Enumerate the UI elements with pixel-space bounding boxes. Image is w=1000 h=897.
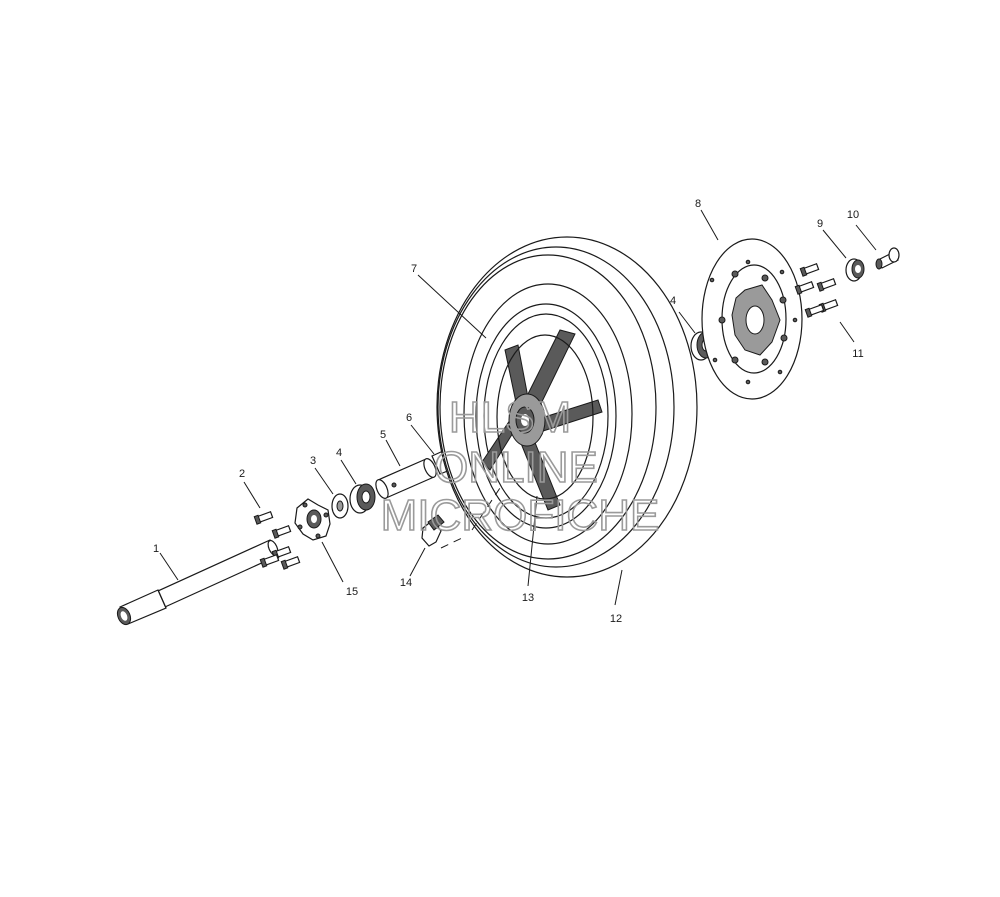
callout-6: 6 [406, 412, 412, 424]
leader-lines [159, 209, 877, 606]
hub-flange-part [294, 498, 331, 541]
wheel-rim-part [475, 303, 617, 529]
callout-12: 12 [610, 613, 622, 625]
disc-spacer-part [845, 258, 865, 282]
callout-4-left: 4 [336, 447, 342, 459]
watermark-line-1: HLSM [449, 393, 571, 442]
valve-stem-part [421, 514, 445, 547]
callout-10: 10 [847, 209, 859, 221]
callout-1: 1 [153, 543, 159, 555]
spacer-washer-part [331, 493, 349, 519]
callout-3: 3 [310, 455, 316, 467]
brake-disc-part [701, 238, 803, 400]
callout-11: 11 [852, 348, 863, 360]
axle-spacer-part [375, 458, 437, 499]
wheel-bearing-left-part [349, 483, 376, 514]
callout-5: 5 [380, 429, 386, 441]
callout-2: 2 [239, 468, 245, 480]
disc-bolts-part [794, 263, 839, 318]
axle-part [116, 539, 279, 626]
callout-7: 7 [411, 263, 417, 275]
callout-13: 13 [522, 592, 534, 604]
callout-8: 8 [695, 198, 701, 210]
callout-labels: 1 2 3 4 4 5 6 7 8 9 10 11 12 13 14 15 [153, 198, 864, 625]
callout-4-right: 4 [670, 295, 676, 307]
axle-nut-part [875, 247, 900, 270]
watermark: HLSM ONLINE MICROFICHE [380, 392, 660, 541]
hub-bolts-part [253, 511, 301, 570]
callout-14: 14 [400, 577, 412, 589]
callout-15: 15 [346, 586, 358, 598]
watermark-line-2: ONLINE [434, 443, 598, 492]
watermark-line-3: MICROFICHE [381, 491, 660, 540]
callout-9: 9 [817, 218, 823, 230]
tire-part [436, 236, 698, 578]
